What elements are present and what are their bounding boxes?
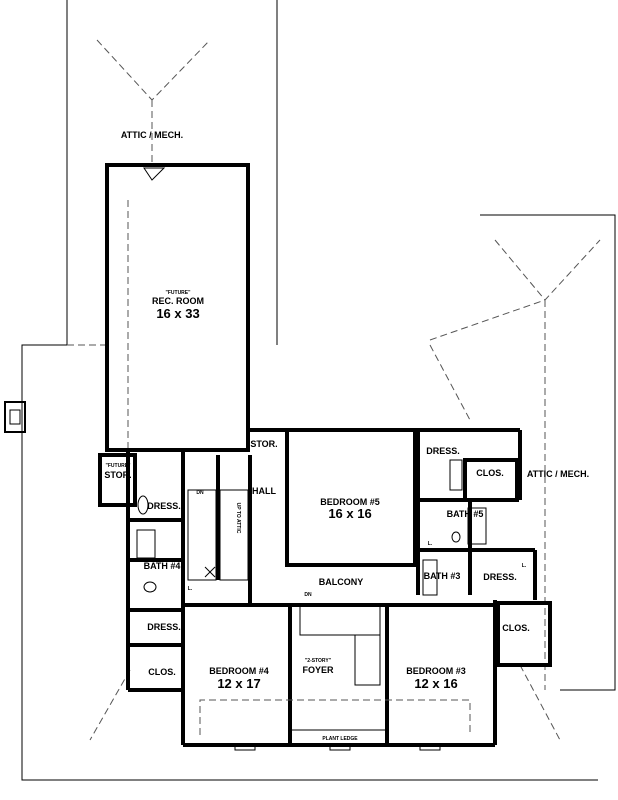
label-bedroom5-size: 16 x 16 [328,506,371,521]
label-bedroom3: BEDROOM #3 [406,666,466,676]
label-hall: HALL [252,486,276,496]
label-future-stor: STOR. [104,470,131,480]
label-attic-right: ATTIC / MECH. [527,469,589,479]
label-balcony: BALCONY [319,577,364,587]
label-stor: STOR. [250,439,277,449]
label-bath3: BATH #3 [424,571,461,581]
roof-outline [21,0,616,781]
label-rec-size: 16 x 33 [156,306,199,321]
label-bath5: BATH #5 [447,509,484,519]
label-bedroom4-size: 12 x 17 [217,676,260,691]
chimney [4,401,26,433]
label-dress-left2: DRESS. [147,622,181,632]
label-linen-1: L. [428,541,433,547]
label-foyer: FOYER [302,665,334,675]
label-bath4: BATH #4 [144,561,181,571]
label-foyer-note: "2-STORY" [305,658,332,664]
label-attic-top: ATTIC / MECH. [121,130,183,140]
label-bedroom3-size: 12 x 16 [414,676,457,691]
label-linen-3: L. [188,586,193,592]
label-stair-dn: DN [196,490,204,496]
interior-details [136,167,487,751]
walls [98,163,552,747]
label-linen-2: L. [522,563,527,569]
label-dress-right2: DRESS. [483,572,517,582]
label-dress-left: DRESS. [147,501,181,511]
label-future-stor-note: "FUTURE" [105,463,131,469]
label-plant-ledge: PLANT LEDGE [322,736,358,742]
label-dress-right: DRESS. [426,446,460,456]
label-clos-right: CLOS. [476,468,504,478]
label-clos-left: CLOS. [148,667,176,677]
label-clos-right2: CLOS. [502,623,530,633]
label-balcony-dn: DN [304,592,312,598]
label-bedroom4: BEDROOM #4 [209,666,269,676]
label-rec-note: "FUTURE" [165,290,191,296]
label-rec-room: REC. ROOM [152,296,204,306]
label-stair-up: UP TO ATTIC [235,503,241,534]
label-bedroom5: BEDROOM #5 [320,497,380,507]
